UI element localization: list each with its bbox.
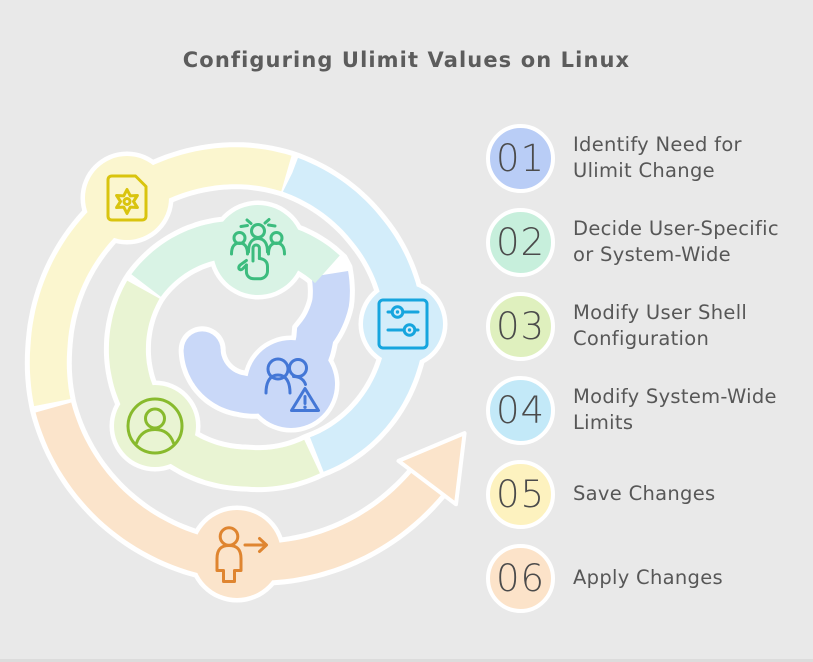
icon-blob [363,284,443,364]
step-label: Apply Changes [573,566,723,589]
step-label: Modify User Shell Configuration [573,301,748,350]
page-title: Configuring Ulimit Values on Linux [182,48,631,72]
step-number-badge: 05 [486,459,555,529]
step-number-badge: 03 [486,291,555,361]
step-label: Decide User-Specific or System-Wide [573,217,779,266]
step-row: 06 Apply Changes [486,543,779,613]
step-row: 04 Modify System-Wide Limits [486,375,779,445]
step-number: 06 [495,556,546,600]
step-number-badge: 04 [486,375,555,445]
steps-list: 01 Identify Need for Ulimit Change 02 De… [486,123,779,613]
spiral-start-cap [183,331,221,369]
step-number: 03 [495,304,546,348]
step-number: 02 [495,220,546,264]
step-label: Modify System-Wide Limits [573,385,777,434]
step-label: Save Changes [573,482,716,505]
icon-blob [114,385,196,467]
document-gear-icon [106,174,148,222]
step-row: 02 Decide User-Specific or System-Wide [486,207,779,277]
users-alert-icon [264,357,320,412]
icon-blob [193,510,281,598]
icon-blob [247,340,335,428]
person-arrow-icon [215,526,268,583]
sliders-icon [377,298,429,350]
step-number-badge: 01 [486,123,555,193]
user-avatar-icon [126,397,184,455]
step-number-badge: 06 [486,543,555,613]
step-row: 01 Identify Need for Ulimit Change [486,123,779,193]
step-number: 05 [495,472,546,516]
step-number: 04 [495,388,546,432]
step-number: 01 [495,136,546,180]
step-row: 05 Save Changes [486,459,779,529]
bottom-edge [0,659,813,662]
step-number-badge: 02 [486,207,555,277]
spiral-arrowhead [396,431,467,507]
select-user-icon [230,218,286,281]
step-row: 03 Modify User Shell Configuration [486,291,779,361]
step-label: Identify Need for Ulimit Change [573,133,742,182]
